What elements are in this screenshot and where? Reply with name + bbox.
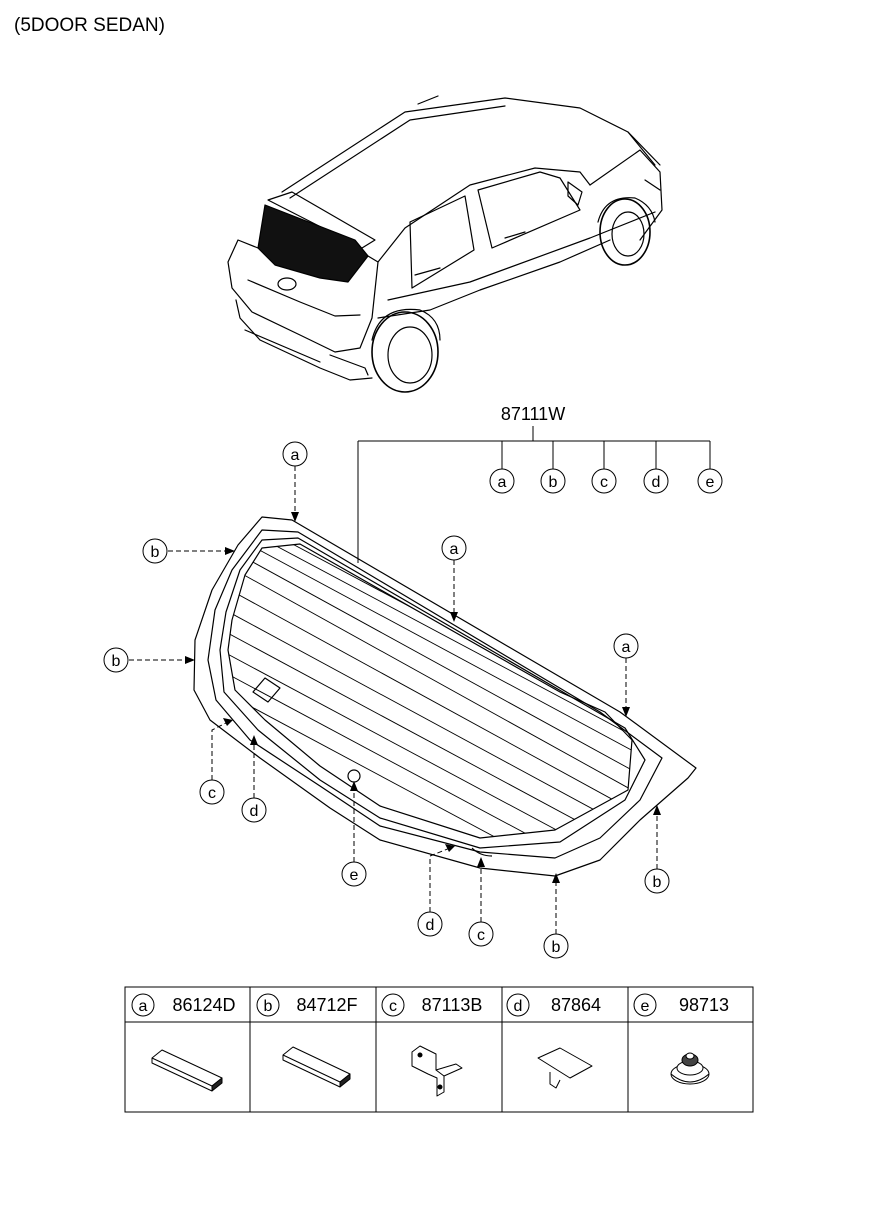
sub-callout-e: e bbox=[697, 468, 723, 494]
callout-d2: d bbox=[417, 911, 443, 937]
callout-c1: c bbox=[199, 779, 225, 805]
svg-text:a: a bbox=[622, 639, 631, 656]
page-title: (5DOOR SEDAN) bbox=[14, 15, 165, 36]
car-illustration bbox=[227, 95, 663, 393]
svg-text:d: d bbox=[250, 803, 259, 820]
callout-b4: b bbox=[543, 933, 569, 959]
svg-text:b: b bbox=[112, 653, 121, 670]
svg-text:d: d bbox=[426, 917, 435, 934]
svg-text:b: b bbox=[549, 474, 558, 491]
callout-b1: b bbox=[142, 538, 168, 564]
assembly-bracket-lines bbox=[357, 426, 711, 563]
callout-b3: b bbox=[644, 868, 670, 894]
assembly-sub-callouts: a b c d e bbox=[489, 468, 723, 494]
callout-a2: a bbox=[441, 535, 467, 561]
molding-strip-icon bbox=[151, 1049, 223, 1092]
svg-text:b: b bbox=[151, 544, 160, 561]
callout-leaders bbox=[129, 466, 658, 934]
bracket-icon bbox=[411, 1045, 463, 1097]
svg-text:c: c bbox=[600, 474, 608, 491]
svg-text:a: a bbox=[450, 541, 459, 558]
sub-callout-c: c bbox=[591, 468, 617, 494]
parts-table-header-c: c 87113B bbox=[381, 993, 483, 1017]
svg-text:b: b bbox=[552, 939, 561, 956]
svg-text:a: a bbox=[498, 474, 507, 491]
svg-text:c: c bbox=[477, 927, 485, 944]
callout-circles: a a a b b b b c bbox=[103, 441, 670, 959]
parts-table-header-b: b 84712F bbox=[256, 993, 358, 1017]
callout-c2: c bbox=[468, 921, 494, 947]
part-number-b: 84712F bbox=[296, 995, 357, 1015]
svg-text:e: e bbox=[641, 998, 650, 1015]
svg-text:c: c bbox=[389, 998, 397, 1015]
callout-d1: d bbox=[241, 797, 267, 823]
svg-text:e: e bbox=[350, 867, 359, 884]
callout-a1: a bbox=[282, 441, 308, 467]
rear-glass bbox=[193, 516, 697, 877]
part-number-a: 86124D bbox=[172, 995, 235, 1015]
svg-text:e: e bbox=[706, 474, 715, 491]
part-number-e: 98713 bbox=[679, 995, 729, 1015]
svg-text:c: c bbox=[208, 785, 216, 802]
svg-text:a: a bbox=[291, 447, 300, 464]
parts-table-header-a: a 86124D bbox=[131, 993, 236, 1017]
callout-e1: e bbox=[341, 861, 367, 887]
svg-text:b: b bbox=[264, 998, 273, 1015]
spacer-pad-icon bbox=[537, 1047, 593, 1089]
callout-arrowheads bbox=[185, 512, 661, 883]
parts-table: a 86124D b 84712F c 87113B bbox=[124, 986, 754, 1113]
callout-b2: b bbox=[103, 647, 129, 673]
molding-strip-icon bbox=[282, 1046, 351, 1088]
sub-callout-a: a bbox=[489, 468, 515, 494]
parts-table-header-d: d 87864 bbox=[506, 993, 601, 1017]
callout-a3: a bbox=[613, 633, 639, 659]
svg-text:b: b bbox=[653, 874, 662, 891]
part-number-d: 87864 bbox=[551, 995, 601, 1015]
parts-table-header-e: e 98713 bbox=[633, 993, 729, 1017]
grommet-icon bbox=[670, 1052, 710, 1085]
assembly-part-number: 87111W bbox=[501, 404, 565, 424]
sub-callout-b: b bbox=[540, 468, 566, 494]
part-number-c: 87113B bbox=[422, 995, 483, 1015]
svg-text:a: a bbox=[139, 998, 148, 1015]
svg-text:d: d bbox=[652, 474, 661, 491]
svg-text:d: d bbox=[514, 998, 523, 1015]
sub-callout-d: d bbox=[643, 468, 669, 494]
